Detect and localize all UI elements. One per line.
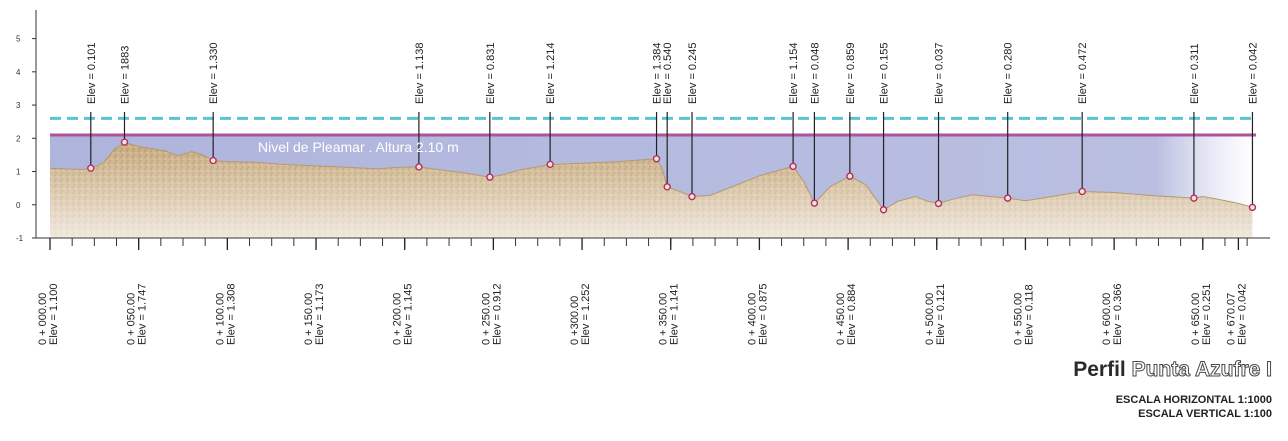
elevation-marker: [652, 155, 661, 163]
station-elev-label: Elev = 1.173: [314, 284, 326, 345]
station-label: 0 + 250.00: [480, 293, 492, 345]
water-area: [50, 135, 1253, 210]
elevation-label: Elev = 0.831: [485, 43, 497, 104]
y-tick-label: 0: [16, 201, 21, 210]
elevation-marker: [1078, 187, 1086, 196]
elevation-marker: [1190, 194, 1198, 202]
elevation-label: Elev = 1883: [119, 46, 131, 104]
water-fill: [50, 135, 1253, 210]
high-tide-annotation: Nivel de Pleamar . Altura 2.10 m: [258, 139, 459, 155]
station-label: 0 + 600.00: [1101, 293, 1113, 345]
elevation-marker: [486, 173, 494, 181]
elevation-label: Elev = 0.101: [86, 43, 98, 104]
station-label: 0 + 500.00: [924, 293, 936, 345]
station-elev-label: Elev = 0.251: [1201, 284, 1213, 345]
elevation-label: Elev = 0.037: [934, 43, 946, 104]
y-tick-label: 3: [16, 101, 21, 110]
station-label: 0 + 150.00: [303, 293, 315, 345]
elevation-marker: [789, 162, 797, 171]
station-label: 0 + 650.00: [1190, 293, 1202, 345]
station-label: 0 + 670.07: [1225, 293, 1237, 345]
elevation-label: Elev = 1.384: [652, 43, 664, 104]
title-bold: Perfil: [1073, 358, 1126, 381]
station-elev-label: Elev = 0.912: [491, 284, 503, 345]
elevation-label: Elev = 1.138: [414, 43, 426, 104]
elevation-marker: [688, 192, 696, 201]
elevation-marker: [1004, 194, 1012, 202]
elevation-marker: [209, 156, 217, 165]
profile-title: Perfil Punta Azufre I: [1073, 358, 1272, 382]
elevation-marker: [415, 163, 423, 171]
elevation-marker: [87, 164, 95, 172]
title-block: Perfil Punta Azufre I ESCALA HORIZONTAL …: [1073, 358, 1272, 421]
y-tick-label: -1: [16, 234, 24, 243]
elevation-marker: [879, 206, 888, 214]
level-lines: [50, 116, 1256, 137]
station-elev-label: Elev = 1.252: [580, 284, 592, 345]
elevation-marker: [846, 172, 854, 180]
station-elev-label: Elev = 0.366: [1112, 284, 1124, 345]
station-label: 0 + 200.00: [392, 293, 404, 345]
station-label: 0 + 000.00: [37, 293, 49, 345]
elevation-label: Elev = 1.330: [208, 43, 220, 104]
station-elev-label: Elev = 0.118: [1023, 284, 1035, 345]
y-tick-label: 2: [16, 134, 21, 143]
y-tick-label: 5: [16, 35, 21, 44]
elevation-label: Elev = 0.245: [687, 43, 699, 104]
elevation-label: Elev = 0.048: [809, 43, 821, 104]
horizontal-scale: ESCALA HORIZONTAL 1:1000: [1115, 394, 1272, 406]
elevation-points: Elev = 0.101 Elev = 1883 Elev = 1.330 Elev …: [86, 43, 1259, 214]
station-label: 0 + 400.00: [746, 293, 758, 345]
station-elev-label: Elev = 1.145: [403, 284, 415, 345]
station-label: 0 + 550.00: [1012, 293, 1024, 345]
station-elev-label: Elev = 0.884: [846, 284, 858, 345]
station-elev-label: Elev = 0.121: [935, 284, 947, 345]
y-tick-label: 4: [16, 68, 21, 77]
station-elev-label: Elev = 0.042: [1236, 284, 1248, 345]
elevation-marker: [663, 183, 671, 191]
elevation-marker: [546, 160, 554, 169]
elevation-label: Elev = 0.540: [662, 43, 674, 104]
station-elev-label: Elev = 0.875: [757, 284, 769, 345]
elevation-label: Elev = 0.042: [1247, 43, 1259, 104]
elevation-marker: [934, 199, 943, 208]
axes: 5 4 3 2 1 0 -1: [16, 10, 1270, 246]
station-label: 0 + 100.00: [214, 293, 226, 345]
station-label: 0 + 050.00: [126, 293, 138, 345]
elevation-label: Elev = 0.311: [1189, 43, 1201, 104]
station-label: 0 +300.00: [569, 296, 581, 345]
title-outline: Punta Azufre I: [1131, 358, 1272, 382]
elevation-marker: [1248, 203, 1257, 212]
elevation-label: Elev = 0.155: [879, 43, 891, 104]
elevation-marker: [810, 199, 819, 207]
station-label: 0 + 450.00: [835, 293, 847, 345]
station-elev-label: Elev = 1.747: [137, 284, 149, 345]
elevation-label: Elev = 0.472: [1077, 43, 1089, 104]
elevation-label: Elev = 1.214: [545, 43, 557, 104]
elevation-marker: [120, 138, 129, 146]
terrain-fade: [50, 142, 1253, 238]
y-tick-label: 1: [16, 168, 21, 177]
station-elev-label: Elev = 1.308: [225, 284, 237, 345]
elevation-label: Elev = 0.280: [1003, 43, 1015, 104]
elevation-label: Elev = 1.154: [788, 43, 800, 104]
elevation-label: Elev = 0.859: [845, 43, 857, 104]
station-label: 0 + 350.00: [658, 293, 670, 345]
vertical-scale: ESCALA VERTICAL 1:100: [1138, 408, 1272, 420]
station-elev-label: Elev = 1.100: [48, 284, 60, 345]
station-elev-label: Elev = 1.141: [669, 284, 681, 345]
